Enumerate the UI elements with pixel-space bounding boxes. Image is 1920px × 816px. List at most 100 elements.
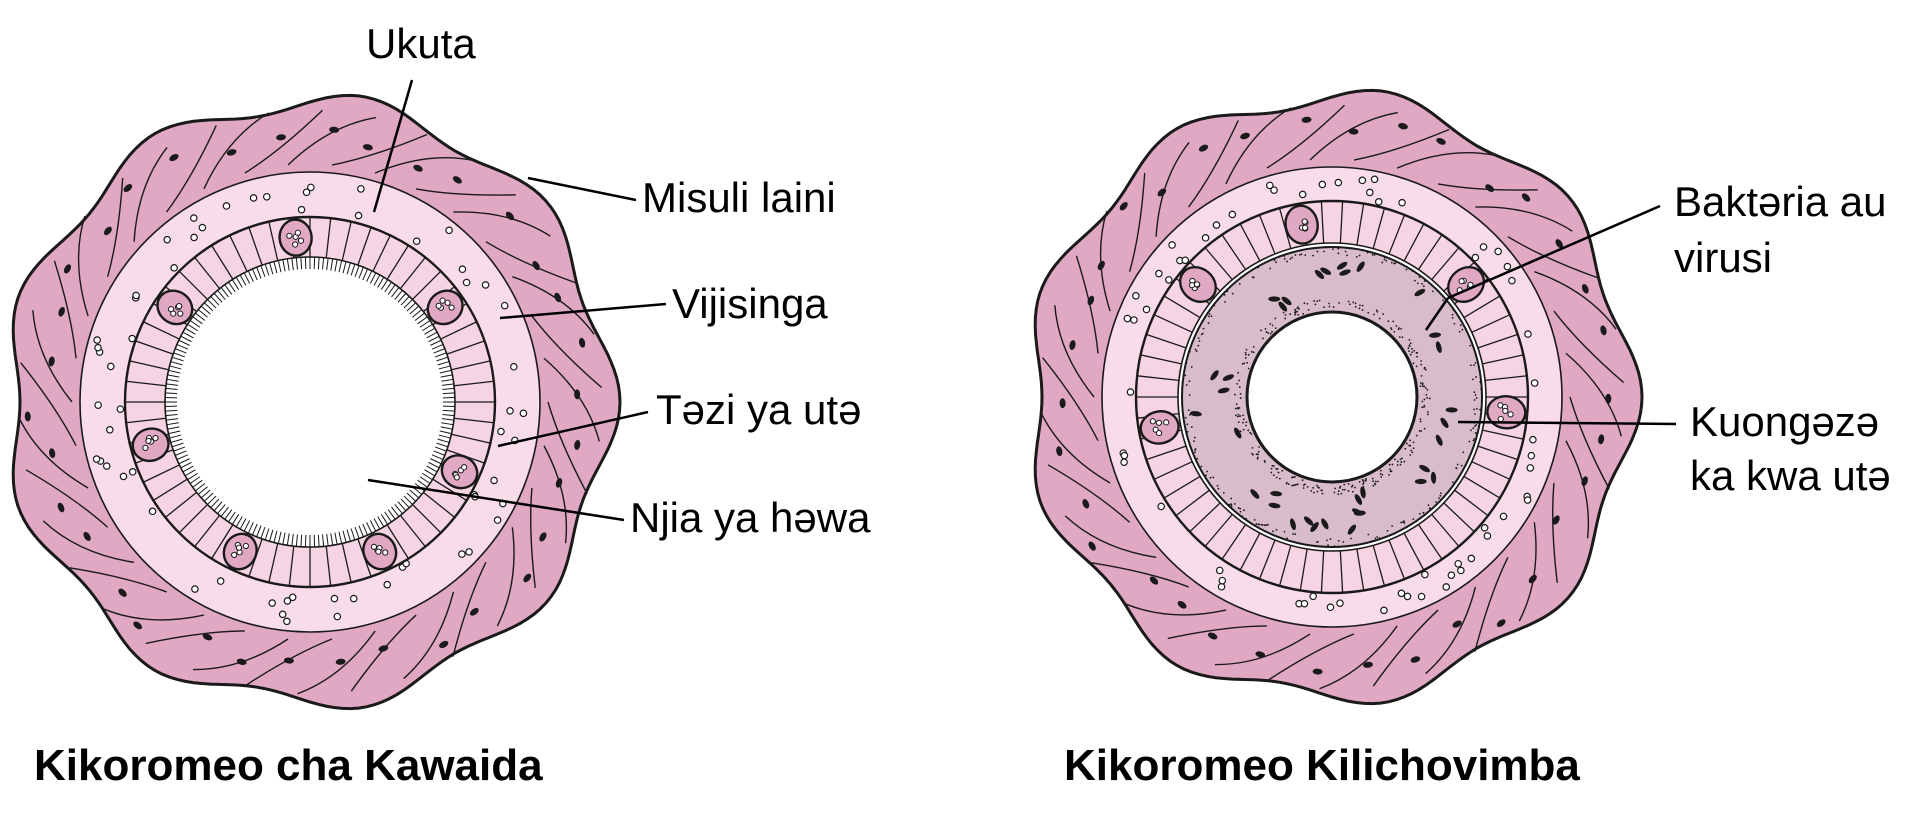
mucus-stipple-dot [1424,387,1427,389]
mucus-stipple-dot [1333,545,1336,548]
mucus-stipple-dot [1238,283,1241,285]
epithelial-cell-wall [1258,214,1276,255]
mucus-stipple-dot [1381,261,1384,264]
mucus-stipple-dot [1282,311,1285,314]
wall-dot [1471,253,1480,262]
epithelial-cell-wall [1454,489,1489,517]
cilium [442,409,455,412]
mucus-stipple-dot [1472,378,1474,381]
cilium [433,450,446,456]
mucus-stipple-dot [1423,367,1426,370]
cilium [165,392,178,395]
muscle-cell-boundary [103,608,205,621]
mucus-stipple-dot [1187,409,1190,412]
mucus-stipple-dot [1332,306,1335,308]
title-inflamed: Kikoromeo Kilichovimba [1064,741,1580,790]
muscle-cell-boundary [453,211,551,237]
mucus-stipple-dot [1233,393,1236,396]
muscle-cell-boundary [1064,515,1157,559]
mucus-stipple-dot [1235,403,1238,406]
cilium [391,287,400,298]
mucus-stipple-dot [1408,338,1411,341]
mucus-stipple-dot [1358,254,1361,257]
mucus-stipple-dot [1423,427,1426,430]
cilium [441,418,454,421]
mucus-stipple-dot [1383,258,1386,261]
mucus-stipple-dot [1291,484,1294,487]
mucus-stipple-dot [1186,430,1189,433]
epithelial-cell-wall [194,256,221,290]
mucus-stipple-dot [1418,276,1421,278]
mucus-stipple-dot [1272,530,1274,533]
mucus-stipple-dot [1250,433,1253,435]
mucus-stipple-dot [1239,507,1242,510]
mucus-stipple-dot [1269,267,1272,270]
wall-dot [330,594,339,603]
wall-dot [1447,571,1456,579]
muscle-cell-boundary [1099,211,1111,312]
mucus-stipple-dot [1312,486,1315,489]
muscle-nucleus [574,439,581,450]
mucus-stipple-dot [1473,364,1475,367]
epithelial-cell-wall [399,256,426,290]
bacterium [1234,427,1242,439]
mucus-stipple-dot [1269,322,1272,325]
wall-dot [497,427,505,436]
mucus-stipple-dot [1314,303,1317,306]
muscle-cell-boundary [1054,305,1095,398]
mucus-stipple-dot [1379,469,1382,472]
mucus-stipple-dot [1247,367,1250,370]
mucus-stipple-dot [1271,464,1274,467]
cilium [366,270,373,282]
mucus-stipple-dot [1291,256,1293,259]
cilium [165,414,178,417]
mucus-stipple-dot [1188,394,1191,396]
mucus-stipple-dot [1442,299,1444,302]
mucus-stipple-dot [1205,474,1207,477]
mucus-stipple-dot [1420,382,1422,384]
epithelial-cell-wall [1443,502,1475,533]
bacterium [1430,471,1437,484]
mucus-gland [1284,204,1319,245]
cilium [322,534,325,547]
cilium [224,509,233,520]
wall-dot [1212,221,1221,229]
epithelial-cell-wall [341,221,352,261]
epithelial-cell-wall [229,235,248,272]
mucus-stipple-dot [1474,432,1477,434]
mucus-stipple-dot [1323,250,1325,253]
cilium [207,495,217,505]
muscle-nucleus [1555,239,1563,249]
mucus-stipple-dot [1428,397,1431,400]
muscle-nucleus [1581,476,1588,486]
cilium [322,257,325,270]
mucus-stipple-dot [1339,485,1342,488]
cilium [228,511,236,523]
mucus-stipple-dot [1411,347,1413,350]
bacterium [1310,522,1319,533]
bacterium [1320,267,1332,275]
cilium [210,498,220,509]
muscle-nucleus [103,226,112,236]
mucus-stipple-dot [1210,315,1213,318]
mucus-stipple-dot [1257,523,1260,526]
wall-dot [283,597,292,605]
wall-dot [1120,451,1129,460]
bacterium [1445,407,1458,413]
wall-dot [1370,175,1379,184]
cilium [422,472,433,481]
mucus-stipple-dot [1216,484,1219,487]
wall-dot [1120,458,1128,467]
epithelial-cell-wall [386,524,409,559]
wall-dot [1398,198,1406,207]
cilium [426,465,438,473]
cilium [380,279,389,290]
mucus-stipple-dot [1409,342,1412,345]
mucus-stipple-dot [1294,308,1296,311]
cilium [231,279,240,290]
mucus-stipple-dot [1208,313,1211,315]
inflamed-bronchus [1033,88,1644,706]
epithelial-cell-wall [1146,445,1187,461]
mucus-stipple-dot [1382,313,1385,315]
mucus-stipple-dot [1343,483,1346,486]
